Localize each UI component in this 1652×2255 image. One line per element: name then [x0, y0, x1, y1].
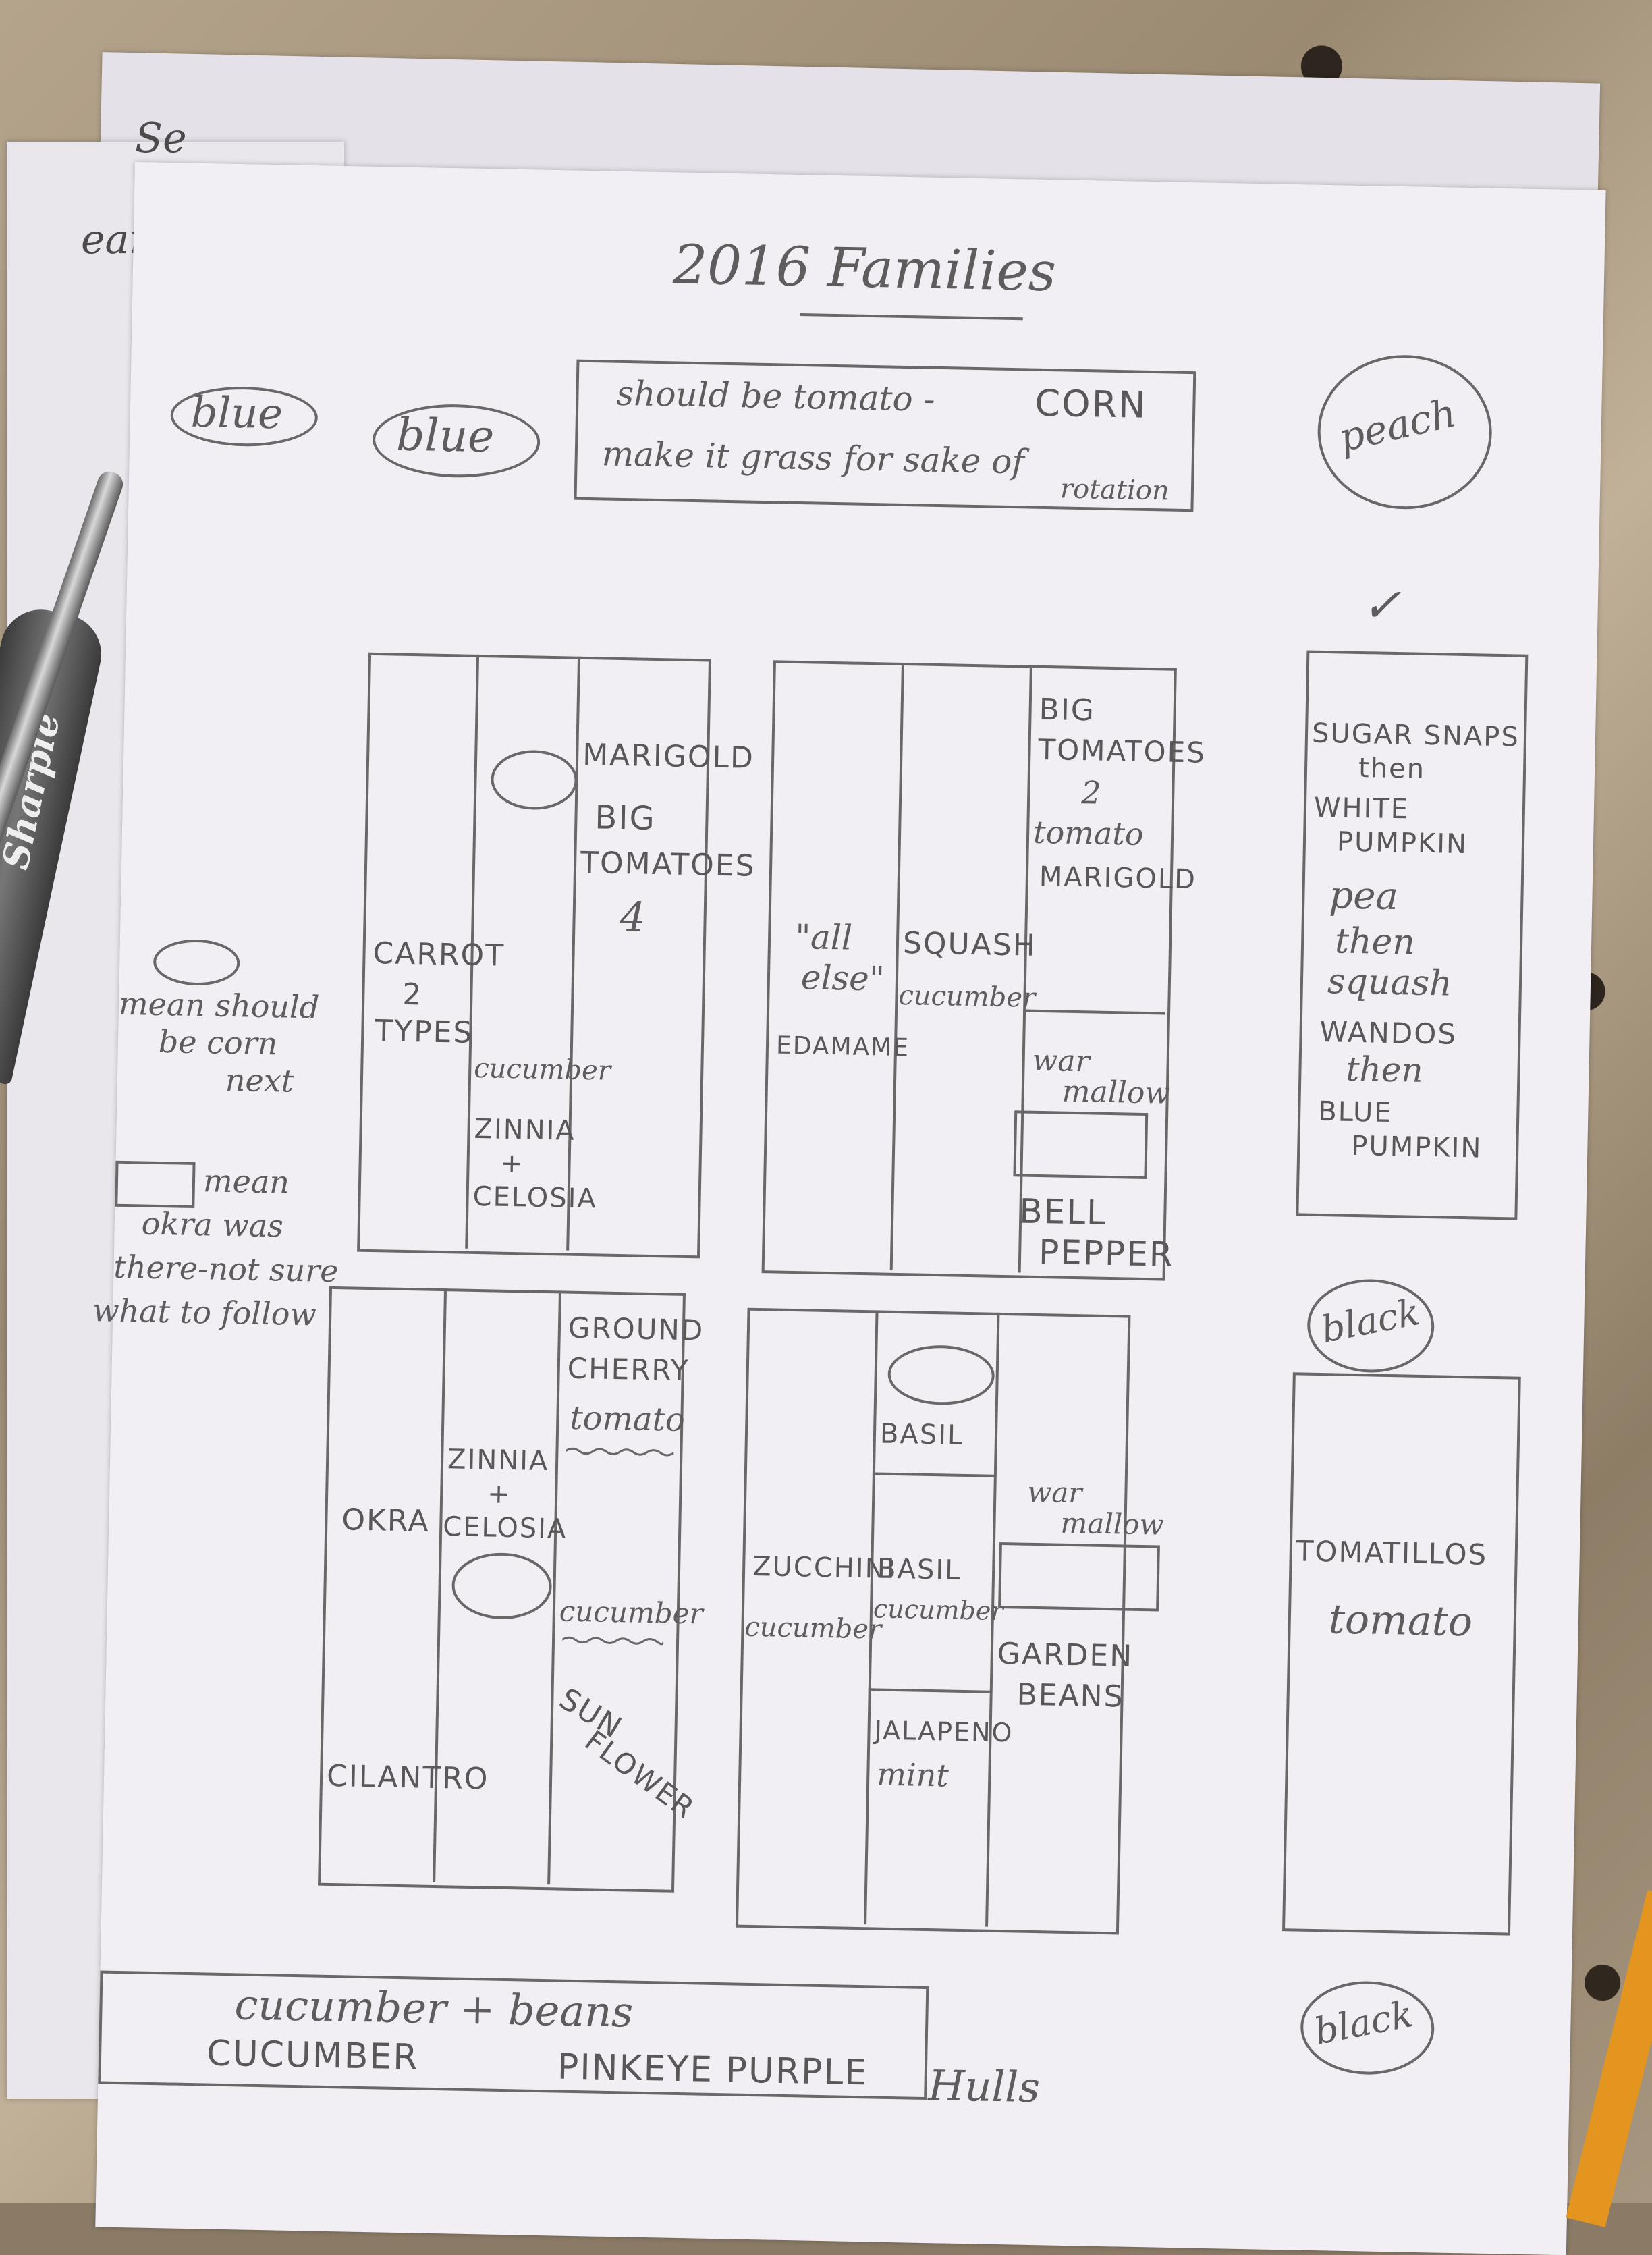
bed-1-col2-l4: CELOSIA: [472, 1180, 598, 1215]
top-note-rotation: rotation: [1059, 473, 1170, 507]
bed-3-col3-l3: tomato: [569, 1398, 686, 1439]
title-underline: [800, 313, 1023, 321]
bed-right-top-l7: squash: [1327, 961, 1453, 1004]
bed-1-col3-l1: MARIGOLD: [582, 737, 755, 776]
bed-right-top-l2: then: [1358, 752, 1426, 785]
bed-3-col2-l1: ZINNIA: [447, 1444, 549, 1477]
bed-bottom-l4: Hulls: [927, 2061, 1041, 2113]
bed-bottom-l3: PINKEYE PURPLE: [557, 2046, 869, 2094]
bed-2-col1-l2: else": [800, 958, 885, 999]
bed-3-col1-l2: CILANTRO: [326, 1758, 489, 1797]
checkmark-icon: ✓: [1360, 577, 1402, 634]
bed-4-col3-l1: war: [1026, 1475, 1082, 1510]
bed-3-col3-l4: cucumber: [559, 1594, 704, 1631]
bed-1-col2-l1: cucumber: [473, 1052, 611, 1087]
bed-2-col3-l4: tomato: [1032, 813, 1145, 852]
legend-oval-icon: [153, 938, 240, 987]
bed-right-top-l4: PUMPKIN: [1336, 826, 1468, 861]
bed-right-top-l5: pea: [1328, 873, 1399, 919]
legend-box-line2: okra was: [141, 1205, 284, 1245]
top-note-line1: should be tomato -: [615, 373, 935, 419]
bed-2-col3-l5: MARIGOLD: [1039, 861, 1197, 896]
okra-box: [1013, 1110, 1149, 1180]
bed-right-top-l11: PUMPKIN: [1350, 1130, 1483, 1164]
bed-2-col1-l1: "all: [794, 917, 853, 958]
label-blue-inner: blue: [395, 408, 495, 463]
legend-box-line4: what to follow: [92, 1292, 317, 1333]
bed-bottom-l2: CUCUMBER: [206, 2033, 420, 2078]
bed-2-col3-l7: mallow: [1062, 1074, 1171, 1111]
bed-right-bottom-l2: tomato: [1328, 1596, 1473, 1646]
bed-4-col2-l2: BASIL: [877, 1553, 962, 1586]
top-note-line2: make it grass for sake of: [601, 434, 1025, 482]
bed-2-col3-l1: BIG: [1039, 692, 1096, 728]
bed-1-col1-l1: CARROT: [373, 935, 505, 973]
bed-4-col2-l5: mint: [876, 1756, 949, 1794]
bed-right-bottom-l1: TOMATILLOS: [1296, 1534, 1488, 1571]
bed-right-top-l10: BLUE: [1317, 1095, 1394, 1129]
bed-2-col1-l3: EDAMAME: [775, 1031, 910, 1062]
bed-3-col1-l1: OKRA: [341, 1502, 431, 1539]
bed-2-col2-l1: SQUASH: [902, 926, 1037, 963]
bed-2-col2-l2: cucumber: [898, 979, 1036, 1014]
bed-2-col3-l9: PEPPER: [1038, 1232, 1175, 1274]
bed-1-col2-l3: +: [500, 1147, 525, 1180]
bed-4-col3-l2: mallow: [1060, 1506, 1164, 1542]
bed-2-col3-l3: 2: [1080, 774, 1102, 811]
bed-1-col1-l2: 2: [402, 977, 423, 1012]
squiggle-underline: [561, 1636, 664, 1646]
page-title: 2016 Families: [672, 233, 1057, 304]
bed-right-top-l8: WANDOS: [1319, 1014, 1458, 1051]
bed-3-col3-l1: GROUND: [568, 1311, 705, 1347]
bed-1-col1-l3: TYPES: [374, 1014, 474, 1050]
bed-right-top-l9: then: [1345, 1049, 1424, 1090]
bed-4-col2-l1: BASIL: [879, 1418, 964, 1451]
bed-4-col1-l1: ZUCCHINI: [752, 1550, 896, 1585]
bed-1-col3-l3: TOMATOES: [580, 845, 756, 884]
bed-right-top-l3: WHITE: [1313, 792, 1410, 825]
bed-right-top-l1: SUGAR SNAPS: [1311, 717, 1520, 753]
legend-box-line1: mean: [202, 1162, 290, 1201]
bed-right-bottom: [1282, 1372, 1521, 1936]
bed-1-col3-l2: BIG: [594, 798, 657, 838]
bed-1-col2-l2: ZINNIA: [474, 1113, 576, 1147]
bed-4-col2-l4: JALAPENO: [874, 1715, 1014, 1748]
bed-3-col3-l2: CHERRY: [567, 1351, 690, 1388]
bed-2-col3-l8: BELL: [1018, 1191, 1107, 1232]
bed-1-col3-l4: 4: [619, 894, 646, 942]
legend-oval-line1: mean should: [118, 985, 320, 1026]
garden-plan-sheet: 2016 Families blue blue should be tomato…: [92, 162, 1606, 2255]
legend-oval-line2: be corn: [158, 1023, 278, 1062]
back-sheet-text-1: Se: [135, 115, 187, 162]
bed-4-col1-l2: cucumber: [744, 1611, 882, 1646]
bed-4-col2-l3: cucumber: [873, 1594, 1003, 1627]
bed-4-col3-l3: GARDEN: [997, 1636, 1134, 1674]
legend-box-line3: there-not sure: [113, 1248, 339, 1290]
top-note-corn: CORN: [1034, 381, 1148, 427]
bed-right-top-l6: then: [1334, 921, 1416, 963]
bed-3-col2-l2: +: [487, 1478, 512, 1511]
bed-bottom-l1: cucumber + beans: [233, 1980, 634, 2037]
bed-2-col3-l2: TOMATOES: [1038, 732, 1207, 769]
okra-box: [998, 1542, 1160, 1612]
bed-4-col3-l4: BEANS: [1016, 1677, 1125, 1714]
label-blue-outer: blue: [190, 387, 283, 439]
bed-3-col2-l3: CELOSIA: [442, 1511, 568, 1545]
squiggle-underline: [566, 1447, 674, 1457]
legend-box-icon: [115, 1160, 196, 1208]
legend-oval-line3: next: [225, 1061, 294, 1099]
bed-2-col3-l6: war: [1032, 1043, 1091, 1079]
